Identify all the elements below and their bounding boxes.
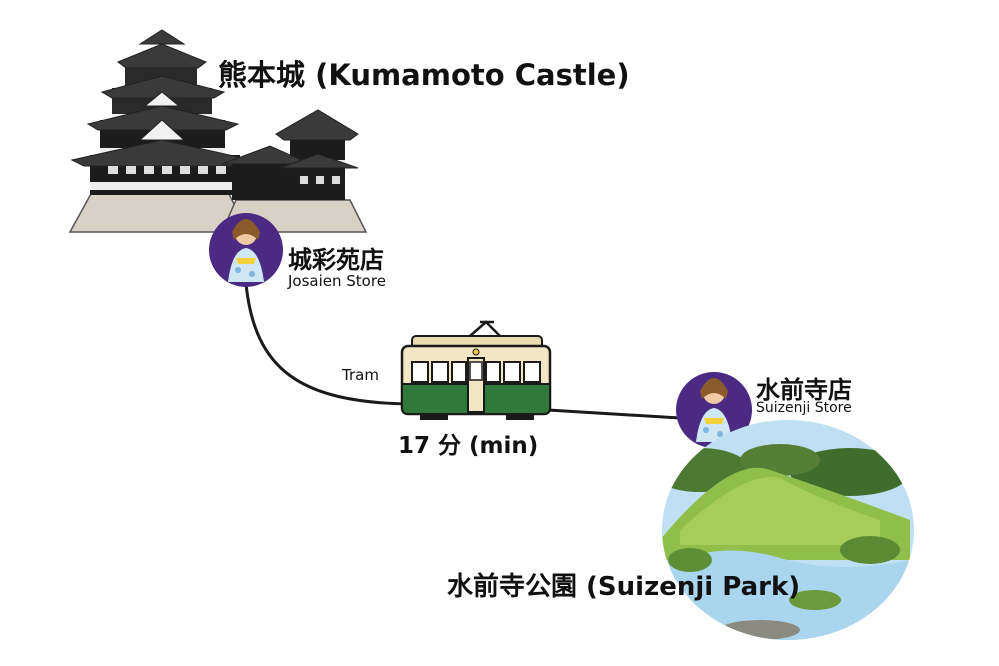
suizenji-store-badge — [676, 372, 752, 448]
castle-title: 熊本城 (Kumamoto Castle) — [218, 58, 630, 92]
route-line-castle-to-tram — [244, 283, 409, 406]
tram-illustration — [400, 320, 552, 420]
josaien-store-badge — [209, 213, 283, 287]
route-line-tram-to-suizenji — [547, 408, 681, 420]
josaien-store-name-en: Josaien Store — [288, 272, 386, 290]
castle-illustration — [68, 29, 368, 233]
travel-duration: 17 分 (min) — [398, 433, 539, 459]
suizenji-store-name-en: Suizenji Store — [756, 400, 852, 416]
suizenji-store-name-ja: 水前寺店 — [756, 376, 852, 404]
park-illustration — [662, 420, 914, 640]
tram-label: Tram — [342, 366, 379, 384]
josaien-store-name-ja: 城彩苑店 — [288, 246, 384, 274]
park-title: 水前寺公園 (Suizenji Park) — [447, 572, 801, 602]
